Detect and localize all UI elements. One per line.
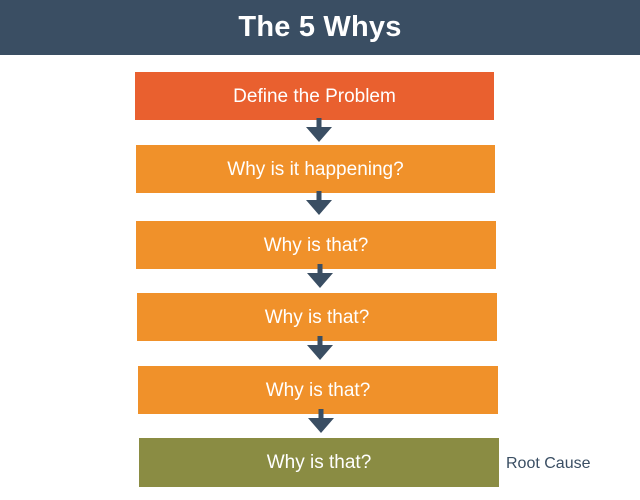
flow-step-label: Why is that?: [263, 234, 369, 256]
flow-step-why-4[interactable]: Why is that?: [138, 366, 498, 414]
arrow-down-icon: [306, 336, 334, 361]
root-cause-annotation: Root Cause: [506, 455, 591, 472]
title-bar: The 5 Whys: [0, 0, 640, 55]
flow-step-label: Why is that?: [264, 306, 370, 328]
page-title: The 5 Whys: [238, 11, 402, 43]
flow-step-why-2[interactable]: Why is that?: [136, 221, 496, 269]
flow-step-label: Why is it happening?: [227, 158, 404, 180]
flow-step-why-3[interactable]: Why is that?: [137, 293, 497, 341]
flow-step-root-cause[interactable]: Why is that?: [139, 438, 499, 487]
flow-step-define-the-problem[interactable]: Define the Problem: [135, 72, 494, 120]
flow-step-label: Why is that?: [265, 379, 371, 401]
arrow-down-icon: [307, 409, 335, 434]
flow-step-why-1[interactable]: Why is it happening?: [136, 145, 495, 193]
flow-step-label: Why is that?: [266, 452, 372, 473]
five-whys-flow: Define the Problem Why is it happening? …: [0, 55, 640, 500]
arrow-down-icon: [305, 191, 333, 216]
arrow-down-icon: [306, 264, 334, 289]
flow-step-label: Define the Problem: [233, 85, 396, 107]
arrow-down-icon: [305, 118, 333, 143]
